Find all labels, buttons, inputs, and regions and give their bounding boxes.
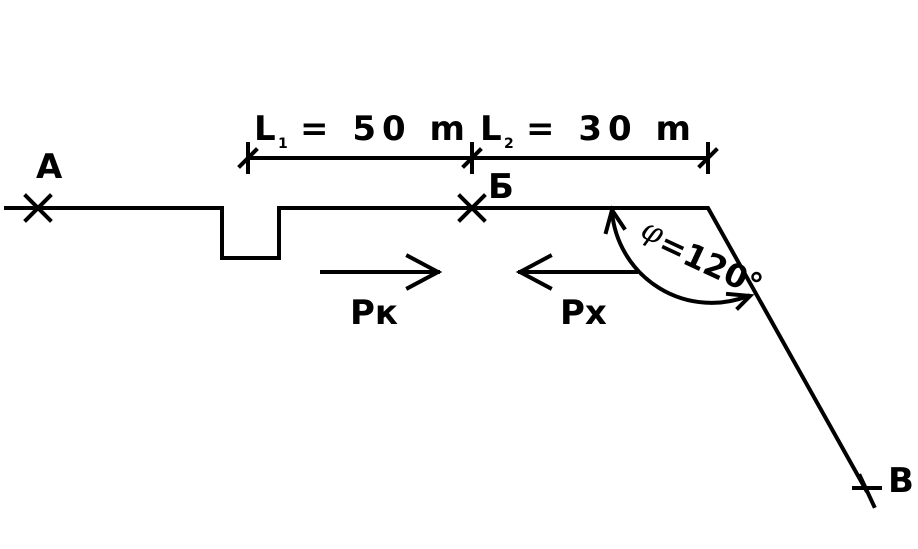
pk-arrow [320,253,443,291]
l2-value: = 30 m [526,109,697,149]
l2-subscript: 2 [504,136,514,152]
point-a-label: A [36,147,63,187]
l1-value: = 50 m [300,109,471,149]
dimension-l1-label: L 1 = 50 m [254,109,471,152]
angle-label: φ =120° [636,212,769,305]
l1-letter: L [254,109,276,149]
point-v-marker [852,473,882,509]
px-label: Pх [560,293,607,333]
point-b-marker [457,193,487,223]
point-a-marker [23,193,53,223]
l2-letter: L [480,109,502,149]
px-arrow [515,253,638,291]
route-line [4,206,869,493]
angle-arc [603,205,755,311]
dimension-line [237,142,719,174]
point-b-label: Б [488,167,514,207]
pk-label: Pк [350,293,398,333]
l1-subscript: 1 [278,136,288,152]
point-v-label: В [888,461,914,501]
dimension-l2-label: L 2 = 30 m [480,109,697,152]
